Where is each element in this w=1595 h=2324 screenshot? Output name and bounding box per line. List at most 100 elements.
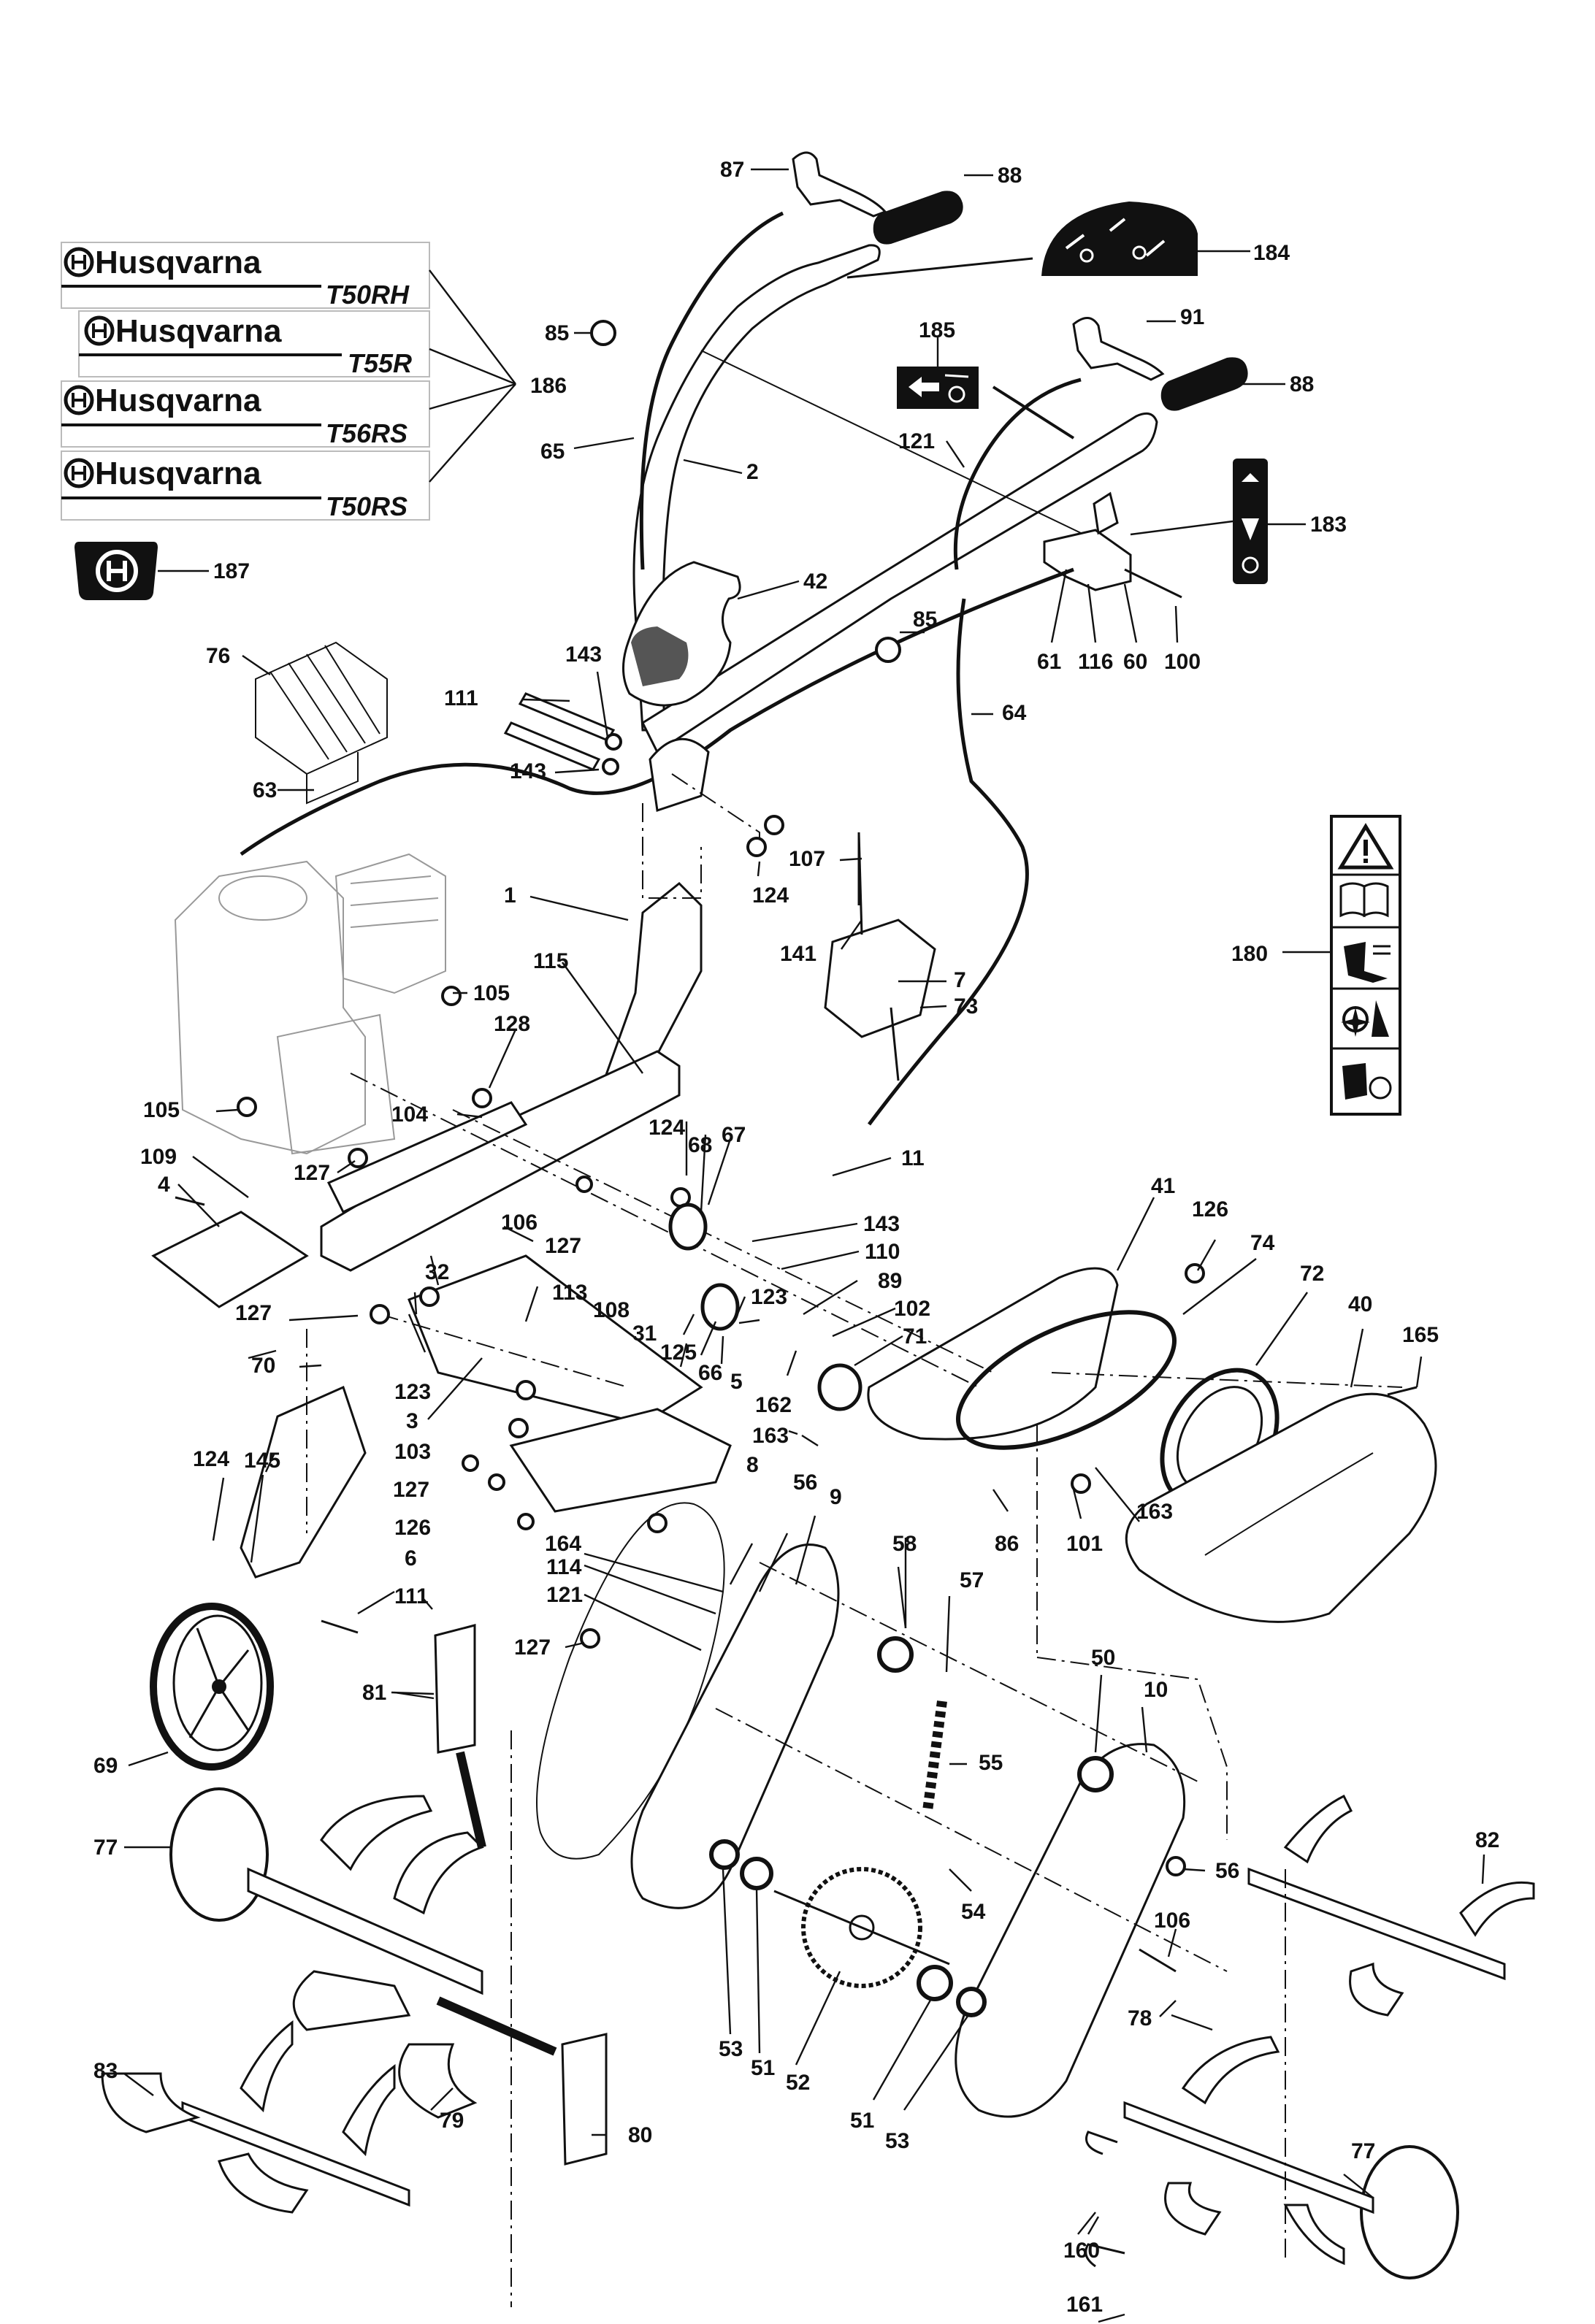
callout-67: 67 xyxy=(722,1123,746,1147)
callout-56-b: 56 xyxy=(1215,1859,1239,1883)
leader-186 xyxy=(429,269,516,483)
callout-164: 164 xyxy=(545,1532,581,1556)
callout-111-top: 111 xyxy=(444,686,478,710)
callout-187: 187 xyxy=(213,559,250,583)
tine-assembly-left-83 xyxy=(101,2020,410,2214)
callout-126-a: 126 xyxy=(1192,1197,1228,1222)
callout-160: 160 xyxy=(1063,2239,1100,2263)
decal-model: T50RH xyxy=(326,280,410,310)
callout-121-top: 121 xyxy=(898,429,935,453)
frame-parts xyxy=(151,737,936,1579)
callout-76: 76 xyxy=(206,644,230,668)
callout-163-b: 163 xyxy=(1136,1500,1173,1524)
lever-91 xyxy=(1072,317,1165,381)
callout-73: 73 xyxy=(954,994,978,1019)
tine-hazard-icon xyxy=(1341,1000,1389,1037)
decal-t50rs: Husqvarna T50RS xyxy=(61,450,430,521)
callout-68: 68 xyxy=(688,1133,712,1157)
callout-127-e: 127 xyxy=(514,1635,551,1660)
callout-7: 7 xyxy=(954,968,966,992)
belt-74 xyxy=(956,1310,1177,1450)
sprocket-52 xyxy=(773,1867,950,1988)
callout-165: 165 xyxy=(1402,1323,1439,1347)
callout-141: 141 xyxy=(780,942,816,966)
manual-book-icon xyxy=(1339,882,1389,918)
callout-55: 55 xyxy=(979,1751,1003,1775)
callout-72: 72 xyxy=(1300,1262,1324,1286)
decal-brand: Husqvarna xyxy=(95,456,261,491)
tine-assembly-right-82 xyxy=(1247,1794,1535,2017)
callout-89: 89 xyxy=(878,1269,902,1293)
wheel-69 xyxy=(150,1603,274,1771)
callout-161: 161 xyxy=(1066,2293,1103,2317)
callout-40: 40 xyxy=(1348,1292,1372,1316)
decal-model: T55R xyxy=(348,348,412,378)
callout-105-top: 105 xyxy=(473,981,510,1005)
handlebar-assembly xyxy=(621,151,1248,754)
callout-125: 125 xyxy=(660,1341,697,1365)
callout-116: 116 xyxy=(1078,650,1113,674)
shift-housing-60-61 xyxy=(1043,491,1182,599)
grip-left xyxy=(873,191,963,245)
engine-ghost xyxy=(174,853,446,1155)
callout-numbers: 87 88 184 85 91 185 186 88 121 65 2 183 … xyxy=(93,158,1499,2317)
callout-143-b: 143 xyxy=(510,759,546,783)
callout-106-b: 106 xyxy=(1154,1909,1190,1933)
callout-66: 66 xyxy=(698,1361,722,1385)
callout-106-a: 106 xyxy=(501,1211,538,1235)
callout-63: 63 xyxy=(253,778,277,802)
callout-124-a: 124 xyxy=(752,883,789,908)
callout-3: 3 xyxy=(406,1409,418,1433)
tine-assembly-right-77-78 xyxy=(1123,2036,1459,2279)
callout-77-right: 77 xyxy=(1351,2139,1375,2163)
decal-185 xyxy=(897,337,1075,440)
callout-61: 61 xyxy=(1037,650,1061,674)
callout-42: 42 xyxy=(803,570,827,594)
callout-183: 183 xyxy=(1310,513,1347,537)
belt-guard-41 xyxy=(867,1267,1119,1441)
hand-hazard-icon xyxy=(1342,1063,1392,1100)
callout-121-b: 121 xyxy=(546,1583,583,1607)
callout-110: 110 xyxy=(865,1240,900,1264)
cover-40 xyxy=(1125,1392,1437,1623)
callout-71: 71 xyxy=(903,1324,927,1349)
reverse-arrow-icon xyxy=(909,374,969,403)
callout-123-a: 123 xyxy=(751,1285,787,1309)
clutch-lever-87 xyxy=(792,151,887,218)
shield-42 xyxy=(621,561,741,707)
callout-163-a: 163 xyxy=(752,1424,789,1448)
hearing-protection-icon xyxy=(1344,942,1391,983)
callout-127-a: 127 xyxy=(294,1161,330,1185)
callout-56-a: 56 xyxy=(793,1470,817,1495)
callout-81: 81 xyxy=(362,1681,386,1705)
warning-decal-180 xyxy=(1282,815,1401,1116)
callout-143-a: 143 xyxy=(565,643,602,667)
callout-184: 184 xyxy=(1253,241,1290,265)
callout-51-b: 51 xyxy=(850,2109,874,2133)
callout-114: 114 xyxy=(546,1555,582,1579)
callout-1: 1 xyxy=(504,883,516,908)
callout-105-left: 105 xyxy=(143,1098,180,1122)
grip-right xyxy=(1160,357,1248,411)
callout-80: 80 xyxy=(628,2123,652,2147)
callout-162: 162 xyxy=(755,1393,792,1417)
callout-58: 58 xyxy=(892,1532,917,1556)
callout-104: 104 xyxy=(391,1102,428,1127)
decal-t50rh: Husqvarna T50RH xyxy=(61,242,430,310)
bearings xyxy=(709,1636,1114,2017)
callout-85-mid: 85 xyxy=(913,607,937,632)
callout-52: 52 xyxy=(786,2071,810,2095)
callout-70: 70 xyxy=(251,1354,275,1378)
callout-127-b: 127 xyxy=(545,1234,581,1258)
callout-107: 107 xyxy=(789,847,825,871)
callout-8: 8 xyxy=(746,1453,759,1477)
callout-185: 185 xyxy=(919,318,955,342)
callout-126-b: 126 xyxy=(394,1516,431,1540)
callout-64: 64 xyxy=(1002,701,1027,725)
callout-11: 11 xyxy=(901,1146,925,1170)
guard-grille-76 xyxy=(255,641,388,805)
callout-69: 69 xyxy=(93,1754,118,1778)
callout-143-c: 143 xyxy=(863,1212,900,1236)
decal-model: T50RS xyxy=(326,491,408,521)
